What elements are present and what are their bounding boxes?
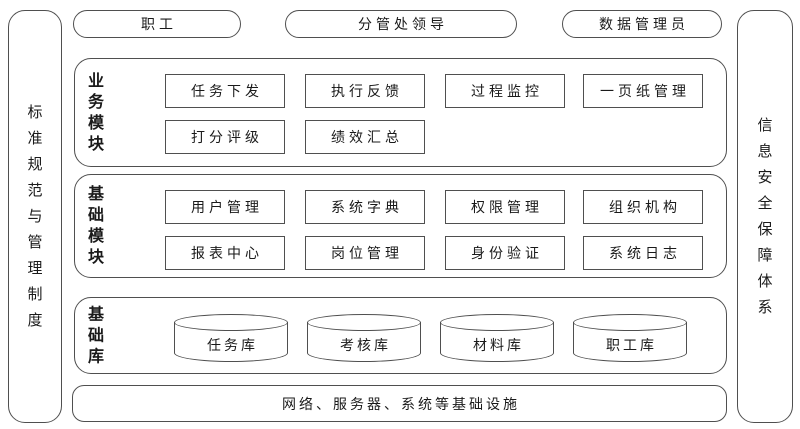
module-label: 绩效汇总: [331, 131, 403, 146]
actor-department-leader-label: 分管处领导: [358, 18, 448, 33]
module-label: 过程监控: [471, 85, 543, 100]
database-cylinder-icon: [573, 314, 687, 331]
module-box-task-dispatch: 任务下发: [165, 74, 285, 108]
right-pillar: 信息安全保障体系: [737, 10, 793, 423]
section-basic-modules-title: 基础模块: [87, 186, 104, 266]
database-cylinder-staff: 职工库: [573, 314, 687, 362]
left-pillar-label: 标准规范与管理制度: [27, 104, 43, 329]
actor-data-admin: 数据管理员: [562, 10, 722, 38]
section-basic-databases-title: 基础库: [87, 306, 104, 365]
actor-staff: 职工: [73, 10, 241, 38]
module-box-one-page-management: 一页纸管理: [583, 74, 703, 108]
database-cylinder-icon: [174, 314, 288, 331]
module-label: 用户管理: [191, 201, 263, 216]
module-box-execution-feedback: 执行反馈: [305, 74, 425, 108]
module-box-system-dictionary: 系统字典: [305, 190, 425, 224]
module-label: 任务下发: [191, 85, 263, 100]
module-box-system-log: 系统日志: [583, 236, 703, 270]
database-cylinder-icon: [307, 314, 421, 331]
section-basic-databases: 基础库 任务库 考核库 材料库 职工库: [74, 297, 727, 374]
module-label: 打分评级: [191, 131, 263, 146]
module-label: 执行反馈: [331, 85, 403, 100]
module-box-process-monitoring: 过程监控: [445, 74, 565, 108]
module-box-organization: 组织机构: [583, 190, 703, 224]
module-box-user-management: 用户管理: [165, 190, 285, 224]
database-label: 任务库: [207, 339, 258, 354]
actor-data-admin-label: 数据管理员: [599, 18, 689, 33]
module-label: 报表中心: [191, 247, 263, 262]
database-cylinder-task: 任务库: [174, 314, 288, 362]
infrastructure-bar: 网络、服务器、系统等基础设施: [72, 385, 727, 422]
section-basic-modules: 基础模块 用户管理 系统字典 权限管理 组织机构 报表中心 岗位管理 身份验证 …: [74, 174, 727, 278]
section-business-modules-title: 业务模块: [87, 72, 104, 153]
module-box-position-management: 岗位管理: [305, 236, 425, 270]
module-label: 组织机构: [609, 201, 681, 216]
section-business-modules: 业务模块 任务下发 执行反馈 过程监控 一页纸管理 打分评级 绩效汇总: [74, 58, 727, 167]
database-cylinder-material: 材料库: [440, 314, 554, 362]
module-label: 岗位管理: [331, 247, 403, 262]
module-label: 一页纸管理: [600, 85, 690, 100]
module-box-report-center: 报表中心: [165, 236, 285, 270]
module-label: 权限管理: [471, 201, 543, 216]
actor-staff-label: 职工: [141, 18, 177, 33]
left-pillar: 标准规范与管理制度: [8, 10, 62, 423]
module-box-permission-management: 权限管理: [445, 190, 565, 224]
database-cylinder-assessment: 考核库: [307, 314, 421, 362]
module-box-scoring-rating: 打分评级: [165, 120, 285, 154]
module-label: 系统日志: [609, 247, 681, 262]
database-label: 职工库: [606, 339, 657, 354]
module-box-performance-summary: 绩效汇总: [305, 120, 425, 154]
database-cylinder-icon: [440, 314, 554, 331]
database-label: 考核库: [340, 339, 391, 354]
infrastructure-label: 网络、服务器、系统等基础设施: [282, 397, 520, 413]
module-box-identity-verification: 身份验证: [445, 236, 565, 270]
module-label: 身份验证: [471, 247, 543, 262]
module-label: 系统字典: [331, 201, 403, 216]
database-label: 材料库: [473, 339, 524, 354]
actor-department-leader: 分管处领导: [285, 10, 517, 38]
right-pillar-label: 信息安全保障体系: [757, 117, 773, 316]
